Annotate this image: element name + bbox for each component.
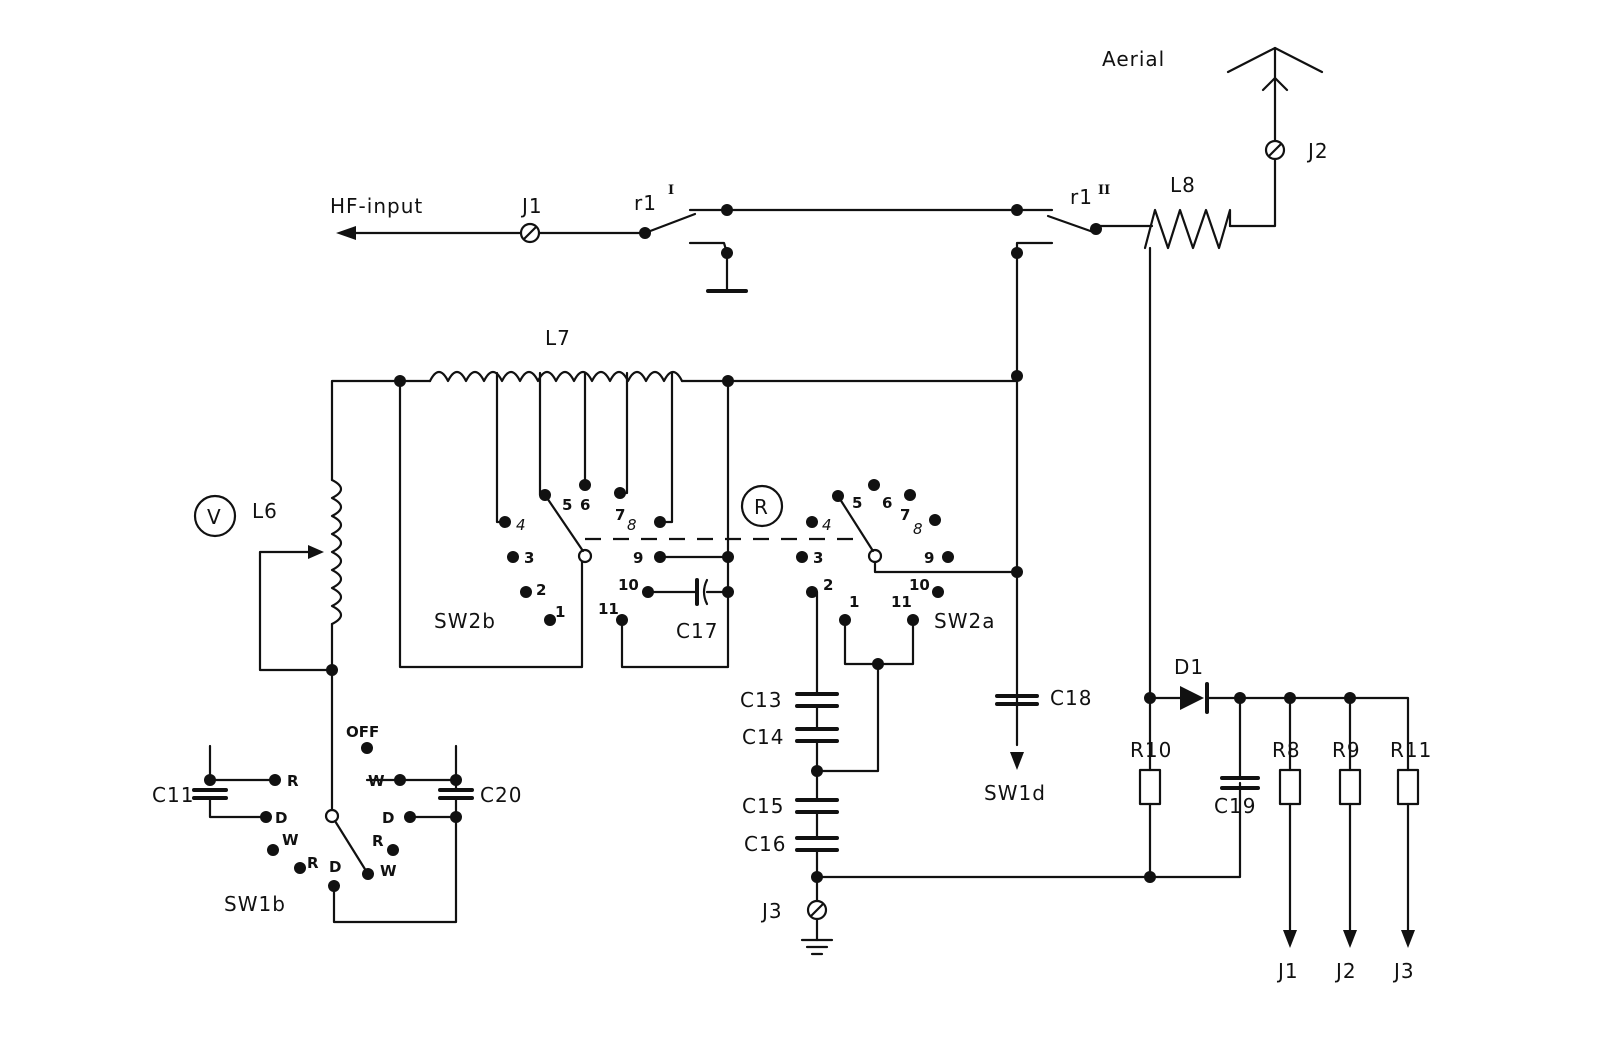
j1-label: J1	[520, 194, 543, 218]
inductor-l6	[258, 478, 343, 672]
svg-text:10: 10	[618, 576, 639, 594]
svg-text:D: D	[275, 809, 287, 827]
aerial-antenna	[1226, 46, 1324, 142]
sw1d-label: SW1d	[984, 781, 1046, 805]
diode-d1	[1180, 682, 1209, 714]
r11-label: R11	[1390, 738, 1432, 762]
svg-text:2: 2	[823, 576, 833, 594]
capacitor-c11	[192, 744, 277, 819]
resistor-r8	[1278, 768, 1302, 806]
aerial-label: Aerial	[1102, 47, 1165, 71]
r1-ii-superscript: II	[1098, 183, 1110, 198]
svg-text:6: 6	[882, 494, 892, 512]
c18-label: C18	[1050, 686, 1092, 710]
svg-text:11: 11	[891, 593, 912, 611]
resistor-r9	[1338, 768, 1362, 806]
c14-label: C14	[742, 725, 784, 749]
svg-text:W: W	[380, 862, 397, 880]
d1-label: D1	[1174, 655, 1204, 679]
capacitor-c20	[332, 744, 474, 924]
svg-text:7: 7	[615, 506, 625, 524]
svg-text:R: R	[307, 854, 319, 872]
capacitor-c18	[995, 694, 1039, 770]
svg-text:8: 8	[913, 520, 923, 538]
svg-text:D: D	[329, 858, 341, 876]
sw2a-label: SW2a	[934, 609, 995, 633]
c19-label: C19	[1214, 794, 1256, 818]
switch-sw2b: 4 3 2 1 5 6 7 8 9 10 11	[499, 479, 666, 626]
resistor-r10	[1138, 768, 1162, 806]
capacitor-c19	[1220, 696, 1260, 790]
svg-text:R: R	[372, 832, 384, 850]
switch-sw1b: OFF W D R W R D W R D	[260, 723, 416, 892]
c15-label: C15	[742, 794, 784, 818]
jack-j3-ground	[800, 899, 834, 956]
svg-text:10: 10	[909, 576, 930, 594]
hf-input-label: HF-input	[330, 194, 423, 218]
svg-text:1: 1	[849, 593, 859, 611]
svg-text:5: 5	[852, 494, 862, 512]
r8-label: R8	[1272, 738, 1301, 762]
c16-label: C16	[744, 832, 786, 856]
c11-label: C11	[152, 783, 194, 807]
j2-label: J2	[1306, 139, 1329, 163]
r1-ii-label: r1	[1070, 185, 1093, 209]
svg-text:7: 7	[900, 506, 910, 524]
r10-label: R10	[1130, 738, 1172, 762]
svg-text:R: R	[754, 495, 769, 519]
jack-j2	[1264, 139, 1286, 161]
svg-text:1: 1	[555, 603, 565, 621]
c13-label: C13	[740, 688, 782, 712]
l8-label: L8	[1170, 173, 1196, 197]
j3-label: J3	[760, 899, 783, 923]
v-marker: V	[193, 494, 237, 538]
svg-text:11: 11	[598, 600, 619, 618]
sw2b-label: SW2b	[434, 609, 496, 633]
resistor-r11	[1396, 768, 1420, 806]
r1-i-label: r1	[634, 191, 657, 215]
c20-label: C20	[480, 783, 522, 807]
r-marker: R	[740, 484, 784, 528]
svg-text:D: D	[382, 809, 394, 827]
hf-input-arrow	[336, 226, 532, 240]
relay-contact-r1-ii	[1011, 204, 1102, 259]
l7-label: L7	[545, 326, 571, 350]
relay-contact-r1-i	[639, 204, 748, 293]
sw1b-label: SW1b	[224, 892, 286, 916]
svg-text:R: R	[287, 772, 299, 790]
switch-sw2a: 4 3 2 1 5 6 7 8 9 10 11	[796, 479, 954, 626]
r1-i-superscript: I	[668, 183, 674, 198]
out-j2-label: J2	[1334, 959, 1357, 983]
inductor-l7	[398, 370, 1019, 524]
svg-text:V: V	[207, 505, 222, 529]
inductor-l8	[1143, 208, 1232, 250]
svg-text:W: W	[282, 831, 299, 849]
capacitor-c17	[646, 578, 730, 606]
svg-text:3: 3	[524, 549, 534, 567]
svg-text:4: 4	[516, 516, 526, 534]
svg-text:2: 2	[536, 581, 546, 599]
svg-text:9: 9	[633, 549, 643, 567]
svg-text:6: 6	[580, 496, 590, 514]
svg-text:4: 4	[822, 516, 832, 534]
l6-label: L6	[252, 499, 278, 523]
r9-label: R9	[1332, 738, 1361, 762]
capacitor-column	[795, 590, 839, 902]
svg-text:3: 3	[813, 549, 823, 567]
c17-label: C17	[676, 619, 718, 643]
out-j3-label: J3	[1392, 959, 1415, 983]
jack-j1	[519, 222, 541, 244]
svg-text:5: 5	[562, 496, 572, 514]
svg-text:8: 8	[627, 516, 637, 534]
svg-text:9: 9	[924, 549, 934, 567]
svg-text:OFF: OFF	[346, 723, 379, 741]
out-j1-label: J1	[1276, 959, 1299, 983]
